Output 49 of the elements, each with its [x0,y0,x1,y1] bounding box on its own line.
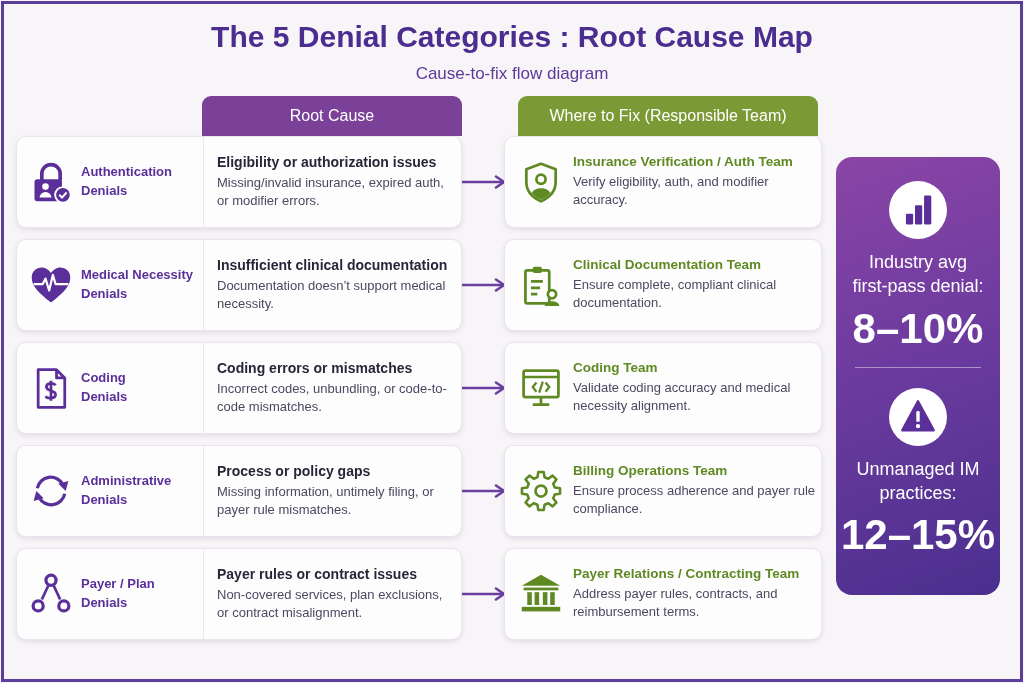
category-name: Medical Necessity Denials [81,266,194,303]
team-card [504,136,822,228]
cause-heading: Insufficient clinical documentation [217,256,448,273]
column-header: Where to Fix (Responsible Team) [518,96,818,136]
category-card [16,136,462,228]
stat-value: 12–15% [840,511,996,560]
cause-description: Incorrect codes, unbundling, or code-to-code mismatches. [217,379,448,416]
fix-description: Validate coding accuracy and medical necessity alignment. [573,379,792,416]
category-card [16,548,462,640]
team-name: Coding Team [573,360,658,376]
team-name: Payer Relations / Contracting Team [573,566,800,582]
cause-heading: Payer rules or contract issues [217,565,417,582]
stat-value: 8–10% [852,304,984,353]
arrow [462,381,506,395]
arrow [462,484,506,498]
stat-label: Industry avg first-pass denial: [851,251,985,298]
fix-description: Ensure process adherence and payer rule compliance. [573,482,817,519]
team-card [504,239,822,331]
cause-heading: Coding errors or mismatches [217,359,413,376]
cause-heading: Eligibility or authorization issues [217,153,437,170]
team-name: Clinical Documentation Team [573,257,762,273]
team-name: Billing Operations Team [573,463,728,479]
category-card [16,445,462,537]
category-card [16,342,462,434]
cause-description: Missing information, untimely filing, or payer rule mismatches. [217,482,435,519]
fix-description: Address payer rules, contracts, and reimbursement terms. [573,585,779,622]
cause-heading: Process or policy gaps [217,462,371,479]
stats-panel [836,157,1000,595]
category-name: Authentication Denials [81,163,173,200]
arrow [462,175,506,189]
arrow [462,278,506,292]
cause-description: Documentation doesn’t support medical necessity. [217,276,447,313]
team-card [504,445,822,537]
category-name: Administrative Denials [81,472,173,509]
title: The 5 Denial Categories : Root Cause Map [211,20,813,54]
cause-description: Non-covered services, plan exclusions, or contract misalignment. [217,585,444,622]
fix-description: Verify eligibility, auth, and modifier accuracy. [573,173,770,210]
stat-label: Unmanaged IM practices: [855,457,981,505]
cause-description: Missing/invalid insurance, expired auth, or modifier errors. [217,173,445,210]
team-name: Insurance Verification / Auth Team [573,154,793,170]
subtitle: Cause-to-fix flow diagram [415,64,609,84]
arrow [462,587,506,601]
fix-description: Ensure complete, compliant clinical documentation. [573,276,778,313]
category-name: Coding Denials [81,369,129,406]
column-header: Root Cause [202,96,462,136]
team-card [504,342,822,434]
team-card [504,548,822,640]
category-name: Payer / Plan Denials [81,575,156,612]
category-card [16,239,462,331]
